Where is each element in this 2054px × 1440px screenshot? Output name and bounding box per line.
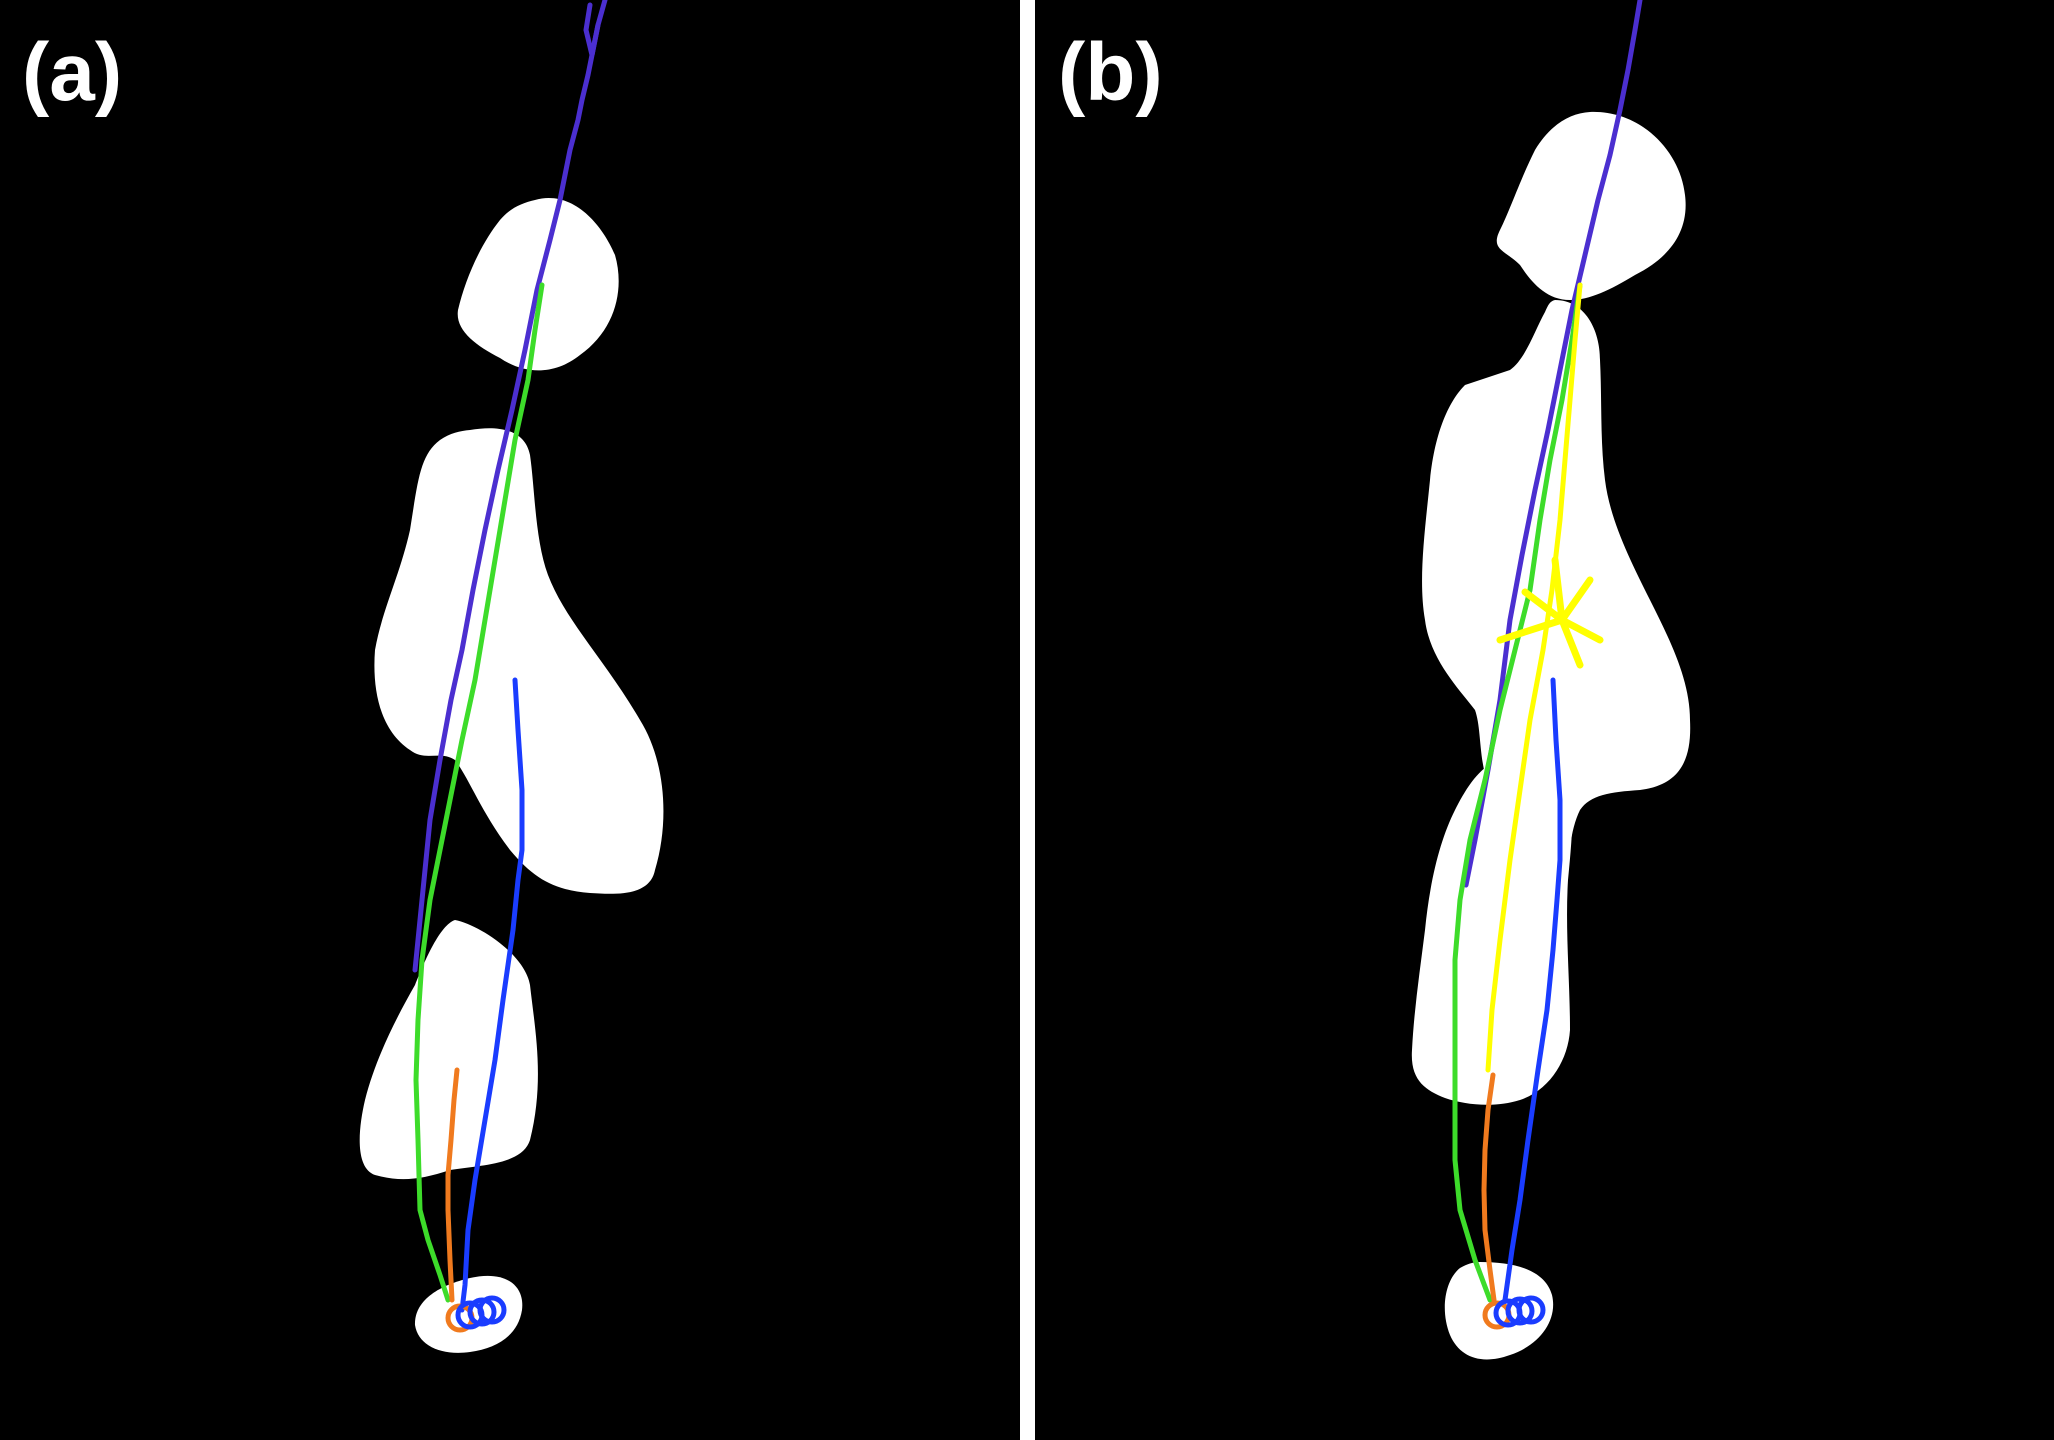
obstacle-middle xyxy=(374,428,664,894)
star-marker-stroke xyxy=(1551,556,1566,624)
obstacle-lower xyxy=(359,920,538,1180)
path-orange xyxy=(1481,1072,1497,1303)
panel-label-b: (b) xyxy=(1058,27,1163,118)
goal-region xyxy=(1444,1262,1554,1360)
path-blue xyxy=(1502,677,1563,1303)
obstacle-lower xyxy=(1411,758,1573,1105)
obstacle-top xyxy=(1496,111,1686,300)
path-yellow xyxy=(1485,282,1583,1073)
path-green xyxy=(413,282,545,1303)
goal-marker xyxy=(1516,1295,1546,1325)
star-marker-stroke xyxy=(1558,616,1604,644)
goal-marker xyxy=(1505,1296,1535,1326)
star-marker-stroke xyxy=(1558,616,1584,669)
panel-divider xyxy=(1020,0,1035,1440)
panel-a: (a) xyxy=(22,0,664,1353)
panel-label-a: (a) xyxy=(22,27,122,118)
goal-marker xyxy=(477,1295,507,1325)
star-marker-stroke xyxy=(1558,576,1594,624)
star-marker xyxy=(1496,556,1604,669)
path-purple-top-fork xyxy=(583,2,601,56)
path-green xyxy=(1452,282,1583,1303)
goal-markers xyxy=(1482,1295,1546,1330)
path-purple xyxy=(412,0,608,973)
star-marker-stroke xyxy=(1496,616,1566,644)
panel-b: (b) xyxy=(1058,0,1691,1360)
goal-markers xyxy=(445,1295,507,1333)
star-marker-stroke xyxy=(1521,588,1566,624)
path-orange xyxy=(445,1067,460,1303)
path-blue xyxy=(459,677,525,1313)
